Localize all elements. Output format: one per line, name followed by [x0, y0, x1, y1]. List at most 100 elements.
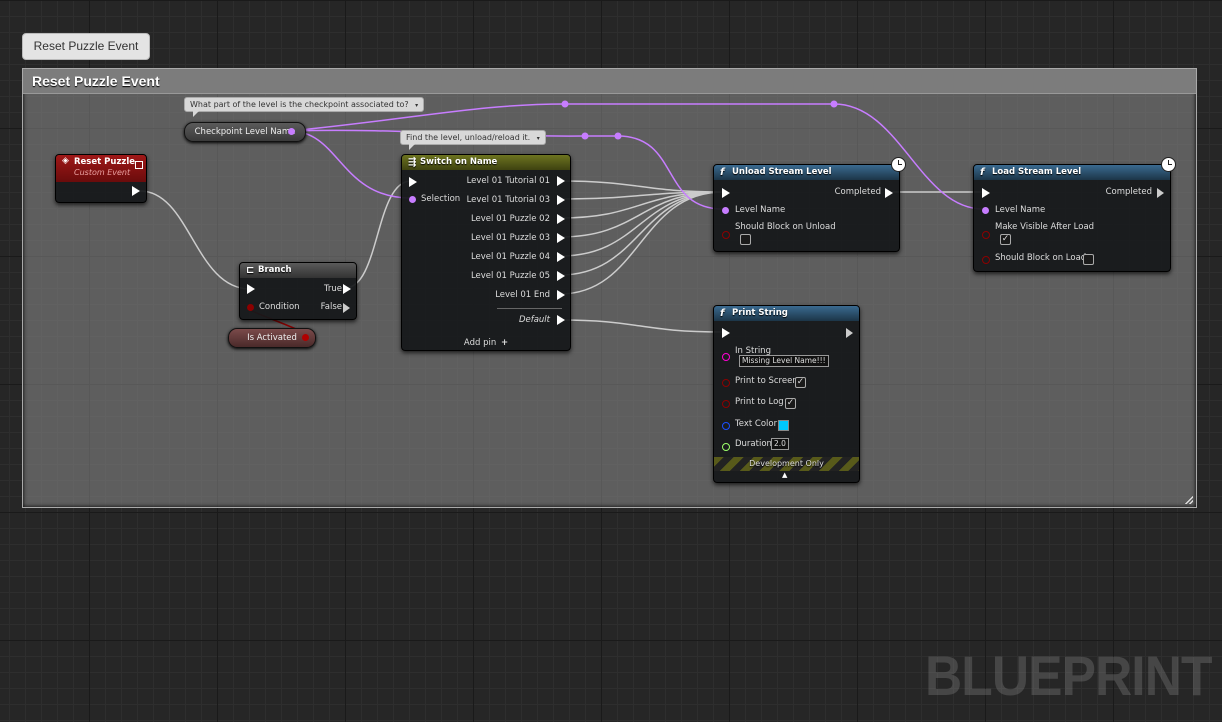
- should-block-load-checkbox[interactable]: [1083, 254, 1094, 265]
- exec-out-pin-icon[interactable]: [557, 290, 565, 300]
- exec-in-pin-icon[interactable]: [982, 188, 990, 198]
- switch-output-label-6: Level 01 End: [495, 290, 550, 300]
- load-should-block-label: Should Block on Load: [995, 253, 1087, 263]
- checkpoint-level-name-label: Checkpoint Level Name: [194, 127, 296, 137]
- should-block-load-pin-icon[interactable]: [982, 256, 990, 264]
- exec-completed-pin-icon[interactable]: [1157, 188, 1164, 198]
- exec-out-pin-icon[interactable]: [846, 328, 853, 338]
- exec-wire-event-branch: [139, 190, 251, 290]
- exec-out-pin-icon[interactable]: [557, 195, 565, 205]
- make-visible-checkbox[interactable]: ✓: [1000, 234, 1011, 245]
- exec-out-pin-icon[interactable]: [557, 252, 565, 262]
- delegate-pin-icon[interactable]: [135, 161, 143, 169]
- exec-out-pin-icon[interactable]: [557, 214, 565, 224]
- print-to-log-checkbox[interactable]: ✓: [785, 398, 796, 409]
- name-output-pin-icon[interactable]: [288, 128, 295, 135]
- print-string-node[interactable]: f Print String In String Missing Level N…: [713, 305, 860, 483]
- selection-pin-icon[interactable]: [409, 196, 416, 203]
- reroute-knot-4[interactable]: [614, 132, 622, 140]
- switch-comment-bubble[interactable]: Find the level, unload/reload it. ▾: [400, 130, 546, 150]
- switch-selection-label: Selection: [421, 194, 461, 204]
- load-level-name-label: Level Name: [995, 205, 1046, 215]
- unload-stream-level-node[interactable]: f Unload Stream Level Completed Level Na…: [713, 164, 900, 252]
- is-activated-label: Is Activated: [247, 333, 297, 343]
- exec-default-pin-icon[interactable]: [557, 315, 565, 325]
- reroute-knot-1[interactable]: [561, 100, 569, 108]
- comment-tab-bubble[interactable]: Reset Puzzle Event: [22, 33, 150, 60]
- default-divider: [497, 308, 562, 309]
- exec-true-pin-icon[interactable]: [343, 284, 351, 294]
- switch-on-name-node[interactable]: ⇶ Switch on Name Selection Level 01 Tuto…: [401, 154, 571, 351]
- reroute-knot-2[interactable]: [830, 100, 838, 108]
- exec-completed-pin-icon[interactable]: [885, 188, 893, 198]
- exec-in-pin-icon[interactable]: [247, 284, 255, 294]
- exec-in-pin-icon[interactable]: [722, 328, 730, 338]
- level-name-pin-icon[interactable]: [982, 207, 989, 214]
- exec-wire-out6: [559, 191, 724, 276]
- exec-out-pin-icon[interactable]: [557, 271, 565, 281]
- blueprint-watermark: BLUEPRINT: [925, 644, 1212, 707]
- checkpoint-comment-bubble[interactable]: What part of the level is the checkpoint…: [184, 97, 425, 117]
- checkpoint-level-name-node[interactable]: Checkpoint Level Name: [184, 122, 306, 142]
- latent-clock-icon: [891, 157, 906, 172]
- event-subtitle: Custom Event: [74, 168, 131, 177]
- switch-header: ⇶ Switch on Name: [402, 155, 570, 170]
- reroute-knot-3[interactable]: [581, 132, 589, 140]
- load-completed-label: Completed: [1105, 187, 1152, 197]
- print-screen-pin-icon[interactable]: [722, 379, 730, 387]
- branch-title: Branch: [258, 265, 292, 275]
- add-pin-button[interactable]: Add pin +: [402, 337, 570, 349]
- condition-pin-icon[interactable]: [247, 304, 254, 311]
- load-stream-level-node[interactable]: f Load Stream Level Completed Level Name…: [973, 164, 1171, 272]
- text-color-swatch[interactable]: [778, 420, 789, 431]
- switch-comment-text: Find the level, unload/reload it.: [406, 133, 531, 142]
- make-visible-pin-icon[interactable]: [982, 231, 990, 239]
- name-wire-selection: [289, 130, 412, 199]
- in-string-input[interactable]: Missing Level Name!!!: [739, 355, 829, 367]
- load-header: f Load Stream Level: [974, 165, 1170, 180]
- resize-grip-icon[interactable]: [1185, 496, 1193, 504]
- branch-condition-label: Condition: [259, 302, 300, 312]
- comment-title[interactable]: Reset Puzzle Event: [23, 69, 1196, 94]
- duration-input[interactable]: 2.0: [771, 438, 789, 450]
- is-activated-node[interactable]: Is Activated: [228, 328, 316, 348]
- function-icon: f: [720, 308, 725, 319]
- collapse-icon[interactable]: ▾: [536, 135, 540, 142]
- event-title: Reset Puzzle: [74, 157, 136, 167]
- switch-default-label: Default: [518, 315, 550, 325]
- latent-clock-icon: [1161, 157, 1176, 172]
- duration-label: Duration: [735, 439, 772, 449]
- collapse-arrow-icon[interactable]: ▲: [782, 471, 788, 479]
- branch-node[interactable]: ⊏ Branch True Condition False: [239, 262, 357, 320]
- should-block-pin-icon[interactable]: [722, 231, 730, 239]
- event-header: ◈ Reset Puzzle Custom Event: [56, 155, 146, 182]
- bool-output-pin-icon[interactable]: [302, 334, 309, 341]
- branch-false-label: False: [320, 302, 342, 312]
- exec-false-pin-icon[interactable]: [343, 303, 350, 313]
- load-title: Load Stream Level: [992, 167, 1082, 177]
- checkpoint-comment-text: What part of the level is the checkpoint…: [190, 100, 409, 109]
- duration-pin-icon[interactable]: [722, 443, 730, 451]
- level-name-pin-icon[interactable]: [722, 207, 729, 214]
- exec-wire-default: [559, 319, 724, 333]
- exec-out-pin-icon[interactable]: [557, 233, 565, 243]
- exec-in-pin-icon[interactable]: [409, 177, 417, 187]
- print-log-pin-icon[interactable]: [722, 400, 730, 408]
- switch-output-label-5: Level 01 Puzzle 05: [470, 271, 550, 281]
- print-to-screen-checkbox[interactable]: ✓: [795, 377, 806, 388]
- switch-output-label-3: Level 01 Puzzle 03: [470, 233, 550, 243]
- reset-puzzle-event-node[interactable]: ◈ Reset Puzzle Custom Event: [55, 154, 147, 203]
- collapse-icon[interactable]: ▾: [415, 102, 419, 109]
- print-to-log-label: Print to Log: [735, 397, 784, 407]
- exec-wire-out5: [559, 191, 724, 257]
- should-block-unload-checkbox[interactable]: [740, 234, 751, 245]
- exec-out-pin-icon[interactable]: [132, 186, 140, 196]
- unload-completed-label: Completed: [834, 187, 881, 197]
- exec-out-pin-icon[interactable]: [557, 176, 565, 186]
- exec-in-pin-icon[interactable]: [722, 188, 730, 198]
- switch-output-label-0: Level 01 Tutorial 01: [466, 176, 550, 186]
- unload-header: f Unload Stream Level: [714, 165, 899, 180]
- in-string-pin-icon[interactable]: [722, 353, 730, 361]
- text-color-pin-icon[interactable]: [722, 422, 730, 430]
